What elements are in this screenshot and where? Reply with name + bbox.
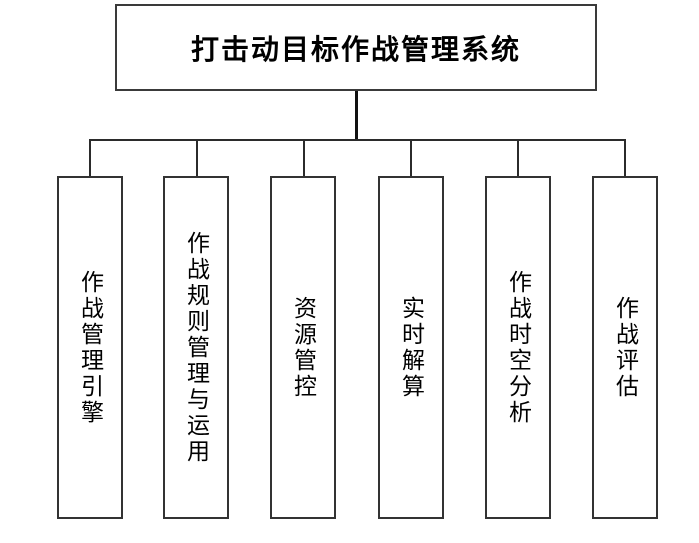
node-combat-spatiotemporal-analysis: 作战时空分析 [485, 176, 551, 519]
node-real-time-calculation: 实时解算 [378, 176, 444, 519]
node-label: 资源管控 [290, 295, 317, 400]
node-combat-rules-management-and-application: 作战规则管理与运用 [163, 176, 229, 519]
connector-drop-line-2 [196, 140, 198, 176]
node-combat-management-engine: 作战管理引擎 [57, 176, 123, 519]
connector-trunk-line [355, 91, 358, 140]
connector-drop-line-5 [517, 140, 519, 176]
node-label: 实时解算 [398, 295, 425, 400]
node-label: 作战管理引擎 [77, 269, 104, 426]
connector-drop-line-3 [303, 140, 305, 176]
node-label: 作战规则管理与运用 [183, 230, 210, 465]
connector-drop-line-6 [624, 140, 626, 176]
node-label: 作战评估 [612, 295, 639, 400]
root-node-label: 打击动目标作战管理系统 [190, 33, 521, 65]
node-combat-evaluation: 作战评估 [592, 176, 658, 519]
node-resource-management-control: 资源管控 [270, 176, 336, 519]
connector-drop-line-1 [89, 140, 91, 176]
node-label: 作战时空分析 [505, 269, 532, 426]
root-node: 打击动目标作战管理系统 [115, 4, 597, 91]
connector-drop-line-4 [410, 140, 412, 176]
connector-horizontal-line [89, 139, 626, 141]
